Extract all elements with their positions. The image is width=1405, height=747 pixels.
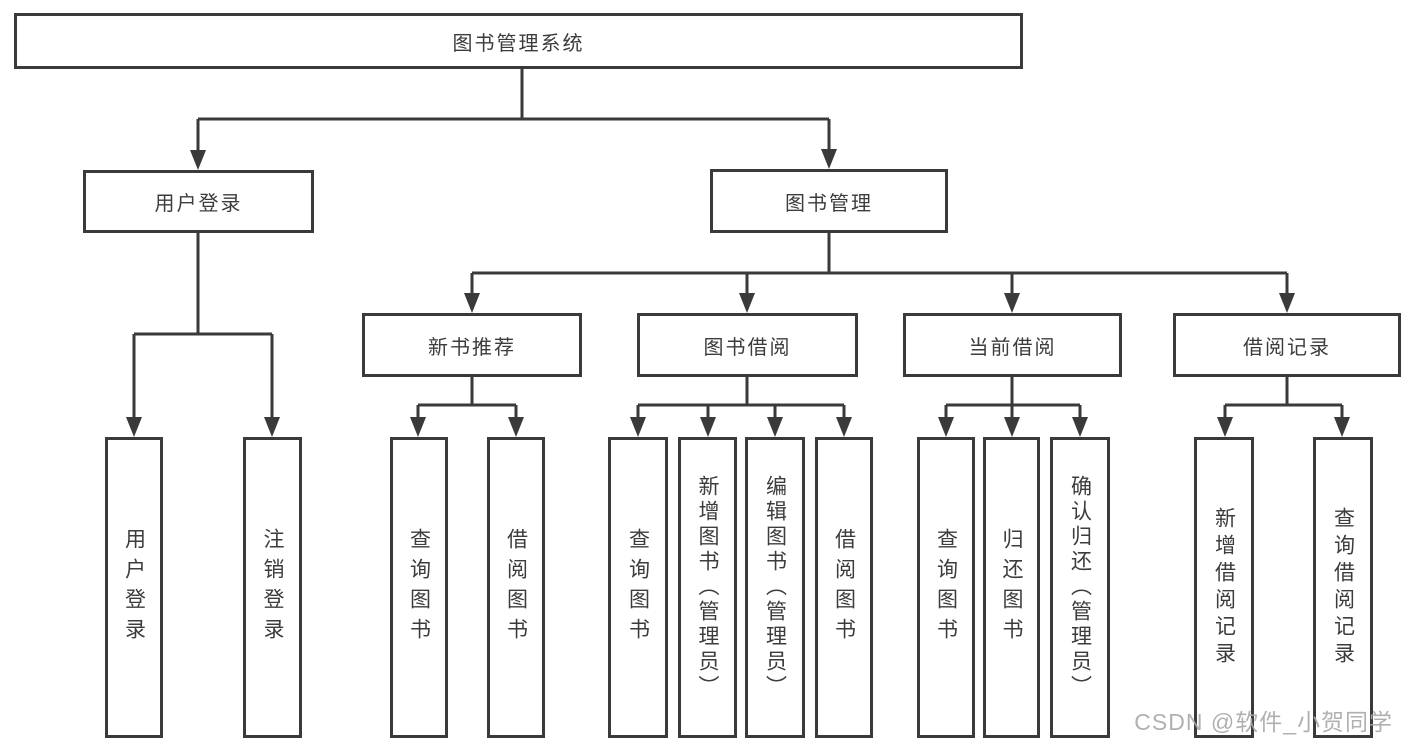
- node-borrow-record: 借阅记录: [1173, 313, 1401, 377]
- node-book-mgmt: 图书管理: [710, 169, 948, 233]
- node-leaf-add-borrow-record: 新增借阅记录: [1194, 437, 1254, 738]
- node-root-label: 图书管理系统: [452, 32, 585, 55]
- node-leaf-return-book: 归还图书: [983, 437, 1040, 738]
- node-leaf-logout-label: 注销登录: [261, 527, 284, 648]
- node-leaf-query-book-current: 查询图书: [917, 437, 975, 738]
- node-book-mgmt-label: 图书管理: [785, 192, 873, 215]
- watermark: CSDN @软件_小贺同学: [1134, 709, 1393, 735]
- node-leaf-return-book-label: 归还图书: [1000, 527, 1023, 648]
- node-leaf-query-borrow-record: 查询借阅记录: [1313, 437, 1373, 738]
- node-root: 图书管理系统: [14, 13, 1023, 69]
- node-borrow-record-label: 借阅记录: [1243, 336, 1331, 359]
- connector-root-to-level2: [190, 69, 837, 170]
- node-leaf-borrow-book-rec-label: 借阅图书: [504, 527, 528, 648]
- node-current-borrow: 当前借阅: [903, 313, 1122, 377]
- connector-userlogin-to-leaves: [126, 233, 280, 437]
- node-leaf-borrow-book-borrow-label: 借阅图书: [832, 527, 856, 648]
- node-leaf-query-borrow-record-label: 查询借阅记录: [1331, 506, 1355, 669]
- node-leaf-query-book-rec: 查询图书: [390, 437, 448, 738]
- node-leaf-edit-book-label: 编辑图书（管理员）: [763, 475, 787, 700]
- node-new-book-rec-label: 新书推荐: [428, 336, 516, 359]
- connector-borrowrecord-to-leaves: [1217, 377, 1350, 437]
- node-new-book-rec: 新书推荐: [362, 313, 582, 377]
- node-user-login: 用户登录: [83, 170, 314, 233]
- node-leaf-add-book-label: 新增图书（管理员）: [696, 475, 719, 700]
- node-current-borrow-label: 当前借阅: [968, 336, 1057, 359]
- node-leaf-query-book-rec-label: 查询图书: [407, 527, 431, 648]
- node-user-login-label: 用户登录: [154, 193, 243, 215]
- node-leaf-query-book-current-label: 查询图书: [934, 527, 958, 648]
- node-leaf-confirm-return: 确认归还（管理员）: [1050, 437, 1110, 738]
- node-leaf-query-book-borrow-label: 查询图书: [626, 527, 650, 648]
- node-leaf-logout: 注销登录: [243, 437, 302, 738]
- connector-bookborrow-to-leaves: [630, 377, 852, 437]
- node-leaf-user-login-label: 用户登录: [122, 527, 146, 648]
- node-leaf-query-book-borrow: 查询图书: [608, 437, 668, 738]
- connector-bookmgmt-to-level3: [464, 233, 1295, 313]
- connector-newbookrec-to-leaves: [410, 377, 524, 437]
- node-book-borrow-label: 图书借阅: [703, 336, 792, 359]
- node-leaf-edit-book: 编辑图书（管理员）: [745, 437, 805, 738]
- node-leaf-borrow-book-rec: 借阅图书: [487, 437, 545, 738]
- node-leaf-add-borrow-record-label: 新增借阅记录: [1212, 506, 1236, 669]
- node-leaf-borrow-book-borrow: 借阅图书: [815, 437, 873, 738]
- node-book-borrow: 图书借阅: [637, 313, 858, 377]
- node-leaf-add-book: 新增图书（管理员）: [678, 437, 737, 738]
- node-leaf-user-login: 用户登录: [105, 437, 163, 738]
- node-leaf-confirm-return-label: 确认归还（管理员）: [1068, 475, 1092, 700]
- connector-currentborrow-to-leaves: [938, 377, 1088, 437]
